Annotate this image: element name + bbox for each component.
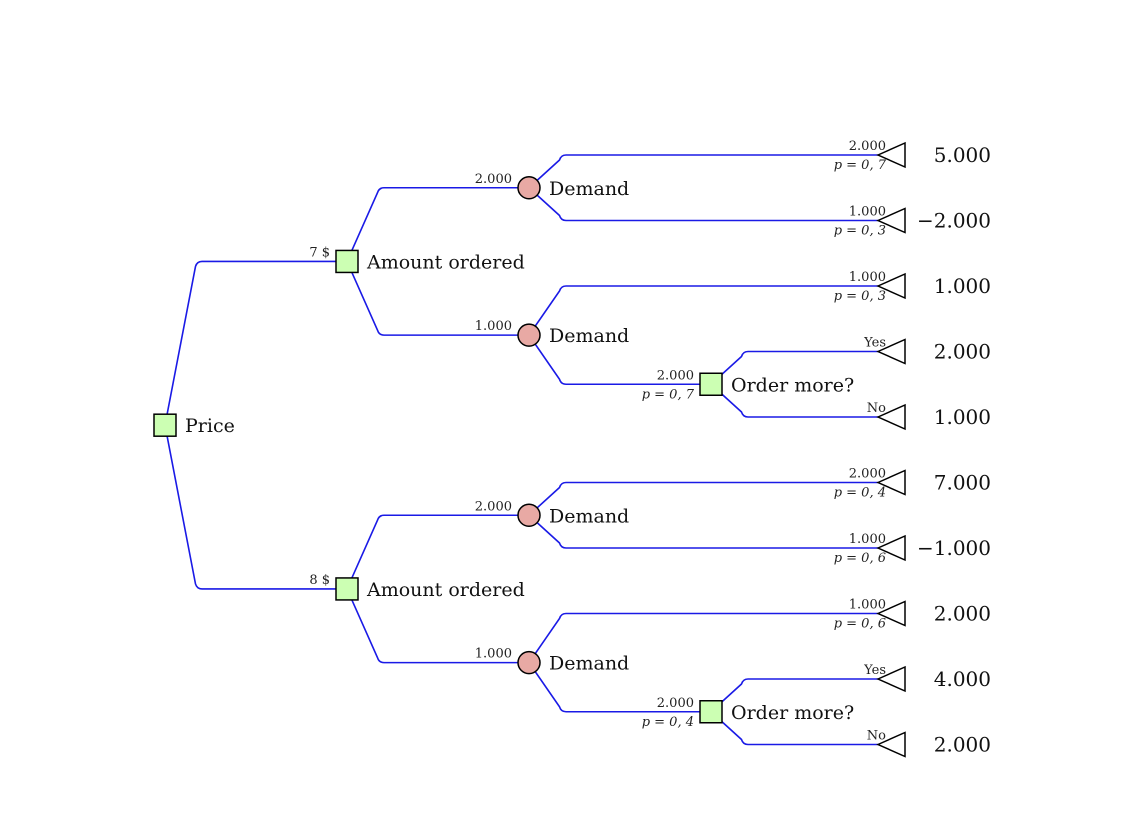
edge-label: 1.000 — [849, 205, 886, 220]
edge-label: 1.000 — [849, 270, 886, 285]
payoff-value: 2.000 — [934, 733, 991, 757]
branch-edge — [710, 678, 892, 713]
payoff-value: 2.000 — [934, 602, 991, 626]
chance-node-label: Demand — [549, 505, 629, 527]
branch-edge — [710, 383, 892, 418]
end-node-triangle — [876, 469, 906, 496]
edge-label: 2.000 — [657, 368, 694, 383]
tree-nodes: 7 $ 2.000 2.000 p = 0, 7 5.000 1.000 p = 0, 3 −… — [153, 139, 991, 758]
probability-label: p = 0, 3 — [834, 289, 886, 304]
probability-label: p = 0, 7 — [834, 158, 887, 173]
payoff-value: 5.000 — [934, 143, 991, 167]
chance-node-circle — [517, 650, 541, 675]
chance-node-label: Demand — [549, 325, 629, 347]
chance-node-circle — [517, 503, 541, 527]
branch-edge — [528, 285, 892, 336]
branch-edge — [528, 514, 892, 549]
tree-edges — [164, 154, 892, 746]
edge-label: 1.000 — [849, 598, 886, 613]
end-node-triangle — [876, 731, 906, 758]
branch-edge — [528, 334, 700, 386]
edge-label: 2.000 — [657, 696, 694, 711]
decision-node-square — [699, 700, 723, 724]
end-node-triangle — [876, 534, 906, 562]
chance-node-label: Demand — [549, 178, 629, 200]
payoff-value: −1.000 — [917, 536, 991, 560]
probability-label: p = 0, 3 — [834, 224, 886, 239]
end-node-triangle — [876, 338, 906, 365]
branch-edge — [528, 612, 892, 664]
edge-label: 2.000 — [475, 499, 512, 514]
branch-edge — [164, 425, 336, 590]
decision-node-square — [335, 577, 359, 601]
decision-node-square — [335, 249, 359, 274]
branch-edge — [528, 662, 700, 713]
branch-edge — [528, 481, 892, 516]
edge-label: Yes — [863, 336, 886, 351]
branch-edge — [710, 350, 892, 385]
probability-label: p = 0, 4 — [642, 715, 694, 730]
edge-label: No — [867, 401, 886, 416]
edge-label: 2.000 — [849, 467, 886, 482]
end-node-triangle — [876, 141, 906, 169]
edge-label: 7 $ — [309, 245, 330, 260]
branch-edge — [528, 187, 892, 222]
payoff-value: 1.000 — [934, 405, 991, 429]
end-node-triangle — [876, 403, 906, 431]
decision-node-label: Order more? — [731, 702, 854, 724]
chance-node-circle — [517, 323, 541, 347]
payoff-value: 1.000 — [934, 274, 991, 298]
branch-edge — [346, 186, 518, 262]
chance-node-circle — [517, 176, 541, 200]
payoff-value: 7.000 — [934, 471, 991, 495]
edge-label: 1.000 — [475, 647, 512, 662]
payoff-value: −2.000 — [917, 209, 991, 233]
decision-node-label: Order more? — [731, 374, 854, 396]
edge-label: 8 $ — [309, 573, 330, 588]
end-node-triangle — [876, 600, 906, 627]
decision-node-label: Price — [185, 415, 235, 437]
edge-label: 2.000 — [475, 172, 512, 187]
branch-edge — [346, 514, 518, 590]
decision-node-label: Amount ordered — [366, 579, 525, 601]
edge-label: 1.000 — [849, 532, 886, 547]
edge-label: No — [867, 729, 886, 744]
branch-edge — [710, 711, 892, 746]
end-node-triangle — [876, 665, 906, 693]
edge-label: 2.000 — [849, 139, 886, 154]
decision-node-square — [153, 413, 177, 437]
branch-edge — [346, 588, 518, 664]
payoff-value: 2.000 — [934, 340, 991, 364]
probability-label: p = 0, 6 — [834, 551, 886, 566]
decision-node-square — [699, 372, 723, 396]
probability-label: p = 0, 7 — [642, 387, 695, 402]
payoff-value: 4.000 — [934, 667, 991, 691]
probability-label: p = 0, 4 — [834, 486, 886, 501]
decision-node-label: Amount ordered — [366, 251, 525, 273]
edge-label: 1.000 — [475, 319, 512, 334]
chance-node-label: Demand — [549, 653, 629, 675]
branch-edge — [346, 261, 518, 336]
edge-label: Yes — [863, 663, 886, 678]
end-node-triangle — [876, 272, 906, 300]
branch-edge — [528, 154, 892, 189]
probability-label: p = 0, 6 — [834, 617, 886, 632]
branch-edge — [164, 260, 336, 426]
end-node-triangle — [876, 207, 906, 234]
